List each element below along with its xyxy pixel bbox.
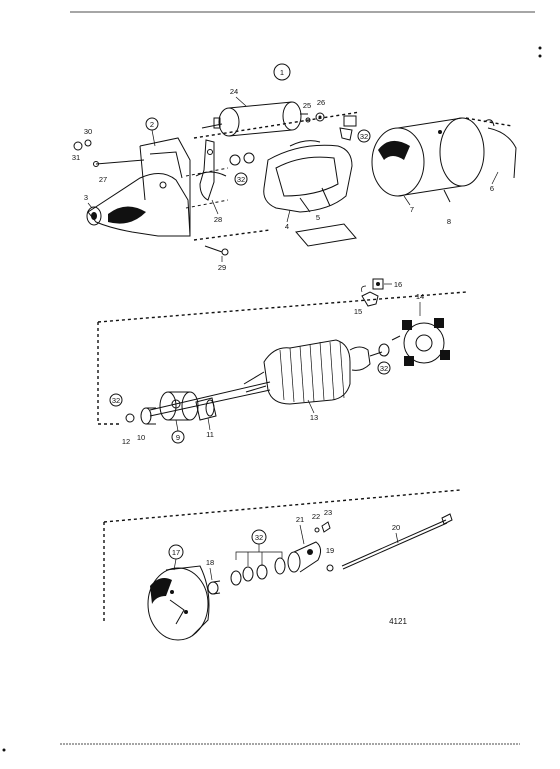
label-32-top-right: 32 [360, 132, 368, 141]
field-coil [263, 140, 353, 213]
label-6: 6 [490, 184, 494, 193]
label-11: 11 [206, 430, 214, 439]
label-20: 20 [392, 523, 400, 532]
solenoid [201, 101, 308, 137]
shift-lever [195, 139, 227, 201]
brush-holder [391, 318, 450, 366]
armature [149, 339, 383, 417]
label-7: 7 [410, 205, 414, 214]
label-4: 4 [285, 222, 289, 231]
insulation-strip [295, 223, 357, 247]
label-32-top-left: 32 [237, 175, 245, 184]
label-30: 30 [84, 127, 92, 136]
top-assembly: 1 2 3 30 31 27 29 [72, 63, 517, 272]
overrunning-clutch [159, 391, 199, 421]
label-17: 17 [172, 548, 180, 557]
label-31: 31 [72, 153, 80, 162]
label-15: 15 [354, 307, 362, 316]
label-14: 14 [416, 292, 424, 301]
label-12: 12 [122, 437, 130, 446]
label-22: 22 [312, 512, 320, 521]
label-3: 3 [84, 193, 88, 202]
label-29: 29 [218, 263, 226, 272]
cover-band [487, 127, 517, 179]
bottom-assembly: 17 18 32 21 22 23 19 [103, 489, 461, 641]
label-16: 16 [394, 280, 402, 289]
drive-end-housing [86, 137, 229, 237]
label-9: 9 [176, 433, 180, 442]
middle-assembly: 14 16 15 32 [97, 278, 467, 446]
commutator-end-housing [147, 565, 210, 641]
label-18: 18 [206, 558, 214, 567]
yoke-housing [371, 117, 485, 197]
label-24: 24 [230, 87, 238, 96]
label-2: 2 [150, 120, 154, 129]
label-1: 1 [280, 68, 284, 77]
figure-number: 4121 [389, 617, 407, 626]
label-32-bottom: 32 [255, 533, 263, 542]
label-19: 19 [326, 546, 334, 555]
label-10: 10 [137, 433, 145, 442]
label-26: 26 [317, 98, 325, 107]
label-23: 23 [324, 508, 332, 517]
label-32-mid-left: 32 [112, 396, 120, 405]
label-13: 13 [310, 413, 318, 422]
label-8: 8 [447, 217, 451, 226]
label-27: 27 [99, 175, 107, 184]
label-25: 25 [303, 101, 311, 110]
label-21: 21 [296, 515, 304, 524]
label-32-mid-right: 32 [380, 364, 388, 373]
label-5: 5 [316, 213, 320, 222]
label-28: 28 [214, 215, 222, 224]
support-bracket [287, 541, 322, 573]
